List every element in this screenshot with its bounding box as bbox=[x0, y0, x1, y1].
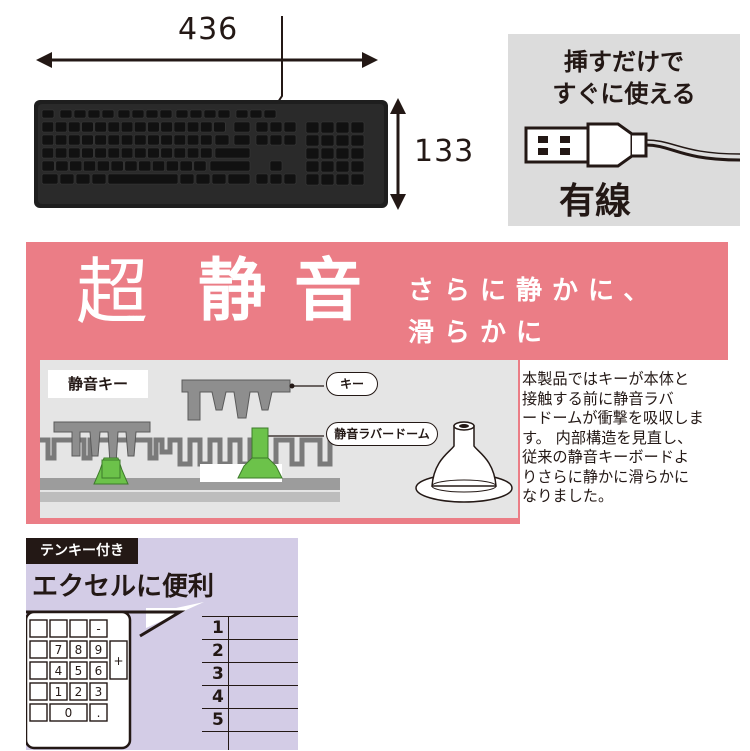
numpad-key bbox=[49, 640, 68, 659]
wired-panel: 挿すだけで すぐに使える 有線 bbox=[508, 34, 740, 226]
spreadsheet-row: 3 bbox=[202, 662, 298, 685]
numpad-key bbox=[29, 661, 48, 680]
silent-subtitle-1: さらに静かに、 bbox=[408, 276, 660, 306]
numpad-key bbox=[109, 640, 128, 680]
silent-title-super: 超 bbox=[76, 250, 149, 334]
usb-plug-icon bbox=[524, 122, 740, 168]
numpad-key bbox=[89, 682, 108, 701]
silent-key-tag: 静音キー bbox=[48, 370, 148, 398]
numpad-key-label: 0 bbox=[65, 706, 73, 720]
numpad-key-label: + bbox=[113, 654, 123, 668]
key-cap-illustration bbox=[181, 379, 291, 421]
height-arrow bbox=[390, 98, 406, 210]
silent-feature-panel: 超 静音 さらに静かに、 滑らかに 静音キー bbox=[26, 242, 728, 524]
spreadsheet-illustration: 1 2 3 4 5 bbox=[202, 616, 298, 750]
key-structure-illustration bbox=[40, 379, 513, 503]
row-number: 4 bbox=[212, 687, 224, 707]
numpad-key-label: 3 bbox=[95, 685, 103, 699]
numpad-key bbox=[69, 619, 88, 638]
keyboard-base-illustration bbox=[40, 437, 340, 502]
spreadsheet-row: 1 bbox=[202, 616, 298, 639]
silent-description-box: 本製品ではキーが本体と 接触する前に静音ラバ ードームが衝撃を吸収しま す。 内… bbox=[520, 360, 728, 524]
numpad-key bbox=[89, 661, 108, 680]
numpad-key-label: 6 bbox=[95, 664, 103, 678]
keyboard-illustration bbox=[34, 16, 406, 210]
numpad-headline: エクセルに便利 bbox=[32, 572, 215, 602]
description-line: なりました。 bbox=[522, 487, 614, 505]
dome-3d-illustration bbox=[415, 421, 513, 503]
spreadsheet-row: 4 bbox=[202, 685, 298, 708]
row-number: 1 bbox=[212, 618, 224, 638]
numpad-key-label: - bbox=[96, 622, 100, 636]
spreadsheet-row bbox=[202, 731, 298, 751]
width-dimension: 436 bbox=[178, 12, 239, 47]
silent-key-diagram: 静音キー bbox=[40, 360, 518, 518]
description-line: 本製品ではキーが本体と bbox=[522, 370, 690, 388]
numpad-key bbox=[69, 682, 88, 701]
row-number: 5 bbox=[212, 710, 224, 730]
wired-tagline-1: 挿すだけで bbox=[564, 48, 684, 76]
numpad-key-label: 1 bbox=[55, 685, 63, 699]
silent-subtitle-2: 滑らかに bbox=[408, 318, 553, 348]
key-callout: キー bbox=[326, 372, 378, 396]
numpad-key-label: 4 bbox=[55, 664, 63, 678]
silent-description: 本製品ではキーが本体と 接触する前に静音ラバ ードームが衝撃を吸収しま す。 内… bbox=[522, 370, 724, 507]
wired-tagline-2: すぐに使える bbox=[552, 80, 696, 108]
dome-callout: 静音ラバードーム bbox=[326, 422, 438, 446]
numpad-key-label: 8 bbox=[75, 643, 83, 657]
rubber-dome-illustration bbox=[237, 427, 283, 479]
numpad-key bbox=[49, 703, 88, 722]
description-line: 従来の静音キーボードよ bbox=[522, 448, 690, 466]
width-arrow bbox=[36, 52, 378, 68]
keyboard-keys bbox=[41, 109, 365, 186]
numpad-key-label: . bbox=[97, 706, 101, 720]
row-number: 2 bbox=[212, 641, 224, 661]
numpad-key bbox=[49, 661, 68, 680]
description-line: 接触する前に静音ラバ bbox=[522, 389, 674, 408]
height-dimension: 133 bbox=[414, 134, 475, 169]
row-number: 3 bbox=[212, 664, 224, 684]
numpad-key bbox=[29, 703, 48, 722]
numpad-key bbox=[89, 640, 108, 659]
numpad-key-label: 9 bbox=[95, 643, 103, 657]
numpad-key-label: 2 bbox=[75, 685, 83, 699]
pressed-key-illustration bbox=[53, 421, 151, 485]
numpad-key bbox=[49, 682, 68, 701]
numpad-key bbox=[29, 682, 48, 701]
numpad-key bbox=[29, 640, 48, 659]
silent-title-quiet: 静音 bbox=[198, 252, 391, 331]
numpad-key bbox=[69, 661, 88, 680]
numpad-key-label: 5 bbox=[75, 664, 83, 678]
numpad-tag: テンキー付き bbox=[26, 538, 138, 564]
numpad-key bbox=[69, 640, 88, 659]
spreadsheet-row: 2 bbox=[202, 639, 298, 662]
numpad-key bbox=[29, 619, 48, 638]
wired-label: 有線 bbox=[558, 181, 631, 222]
numpad-key bbox=[89, 619, 108, 638]
numpad-key bbox=[49, 619, 68, 638]
numpad-key-label: 7 bbox=[55, 643, 63, 657]
description-line: ードームが衝撃を吸収しま bbox=[522, 409, 704, 427]
description-line: す。 内部構造を見直し、 bbox=[522, 428, 693, 447]
numpad-key bbox=[89, 703, 108, 722]
description-line: りさらに静かに滑らかに bbox=[522, 467, 690, 486]
spreadsheet-row: 5 bbox=[202, 708, 298, 731]
